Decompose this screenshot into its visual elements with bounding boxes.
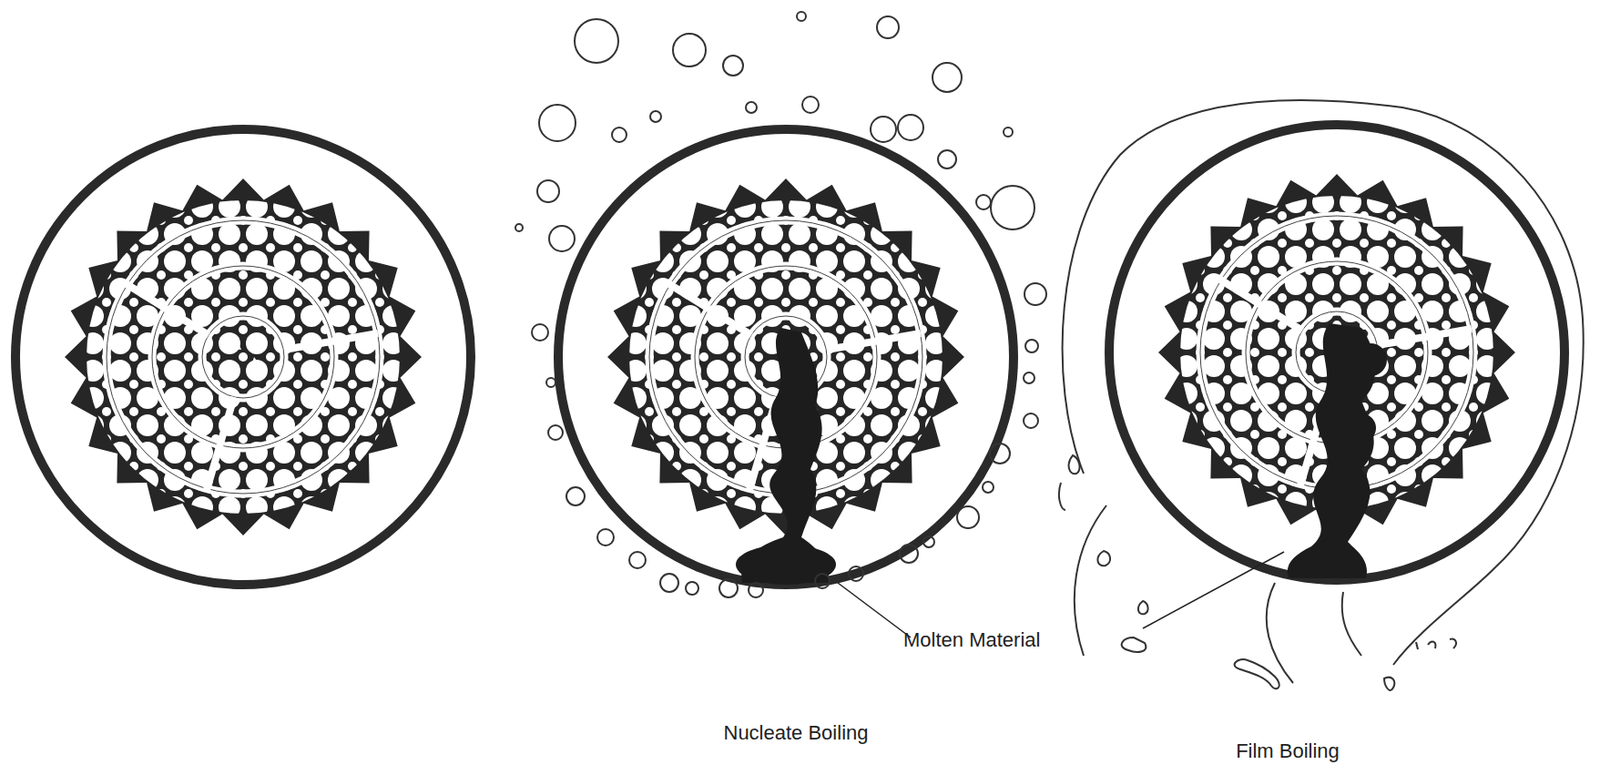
callout-label: Molten Material <box>903 628 1040 653</box>
caption-label: Nucleate Boiling <box>723 721 869 745</box>
caption-label: Film Boiling <box>1235 739 1340 764</box>
